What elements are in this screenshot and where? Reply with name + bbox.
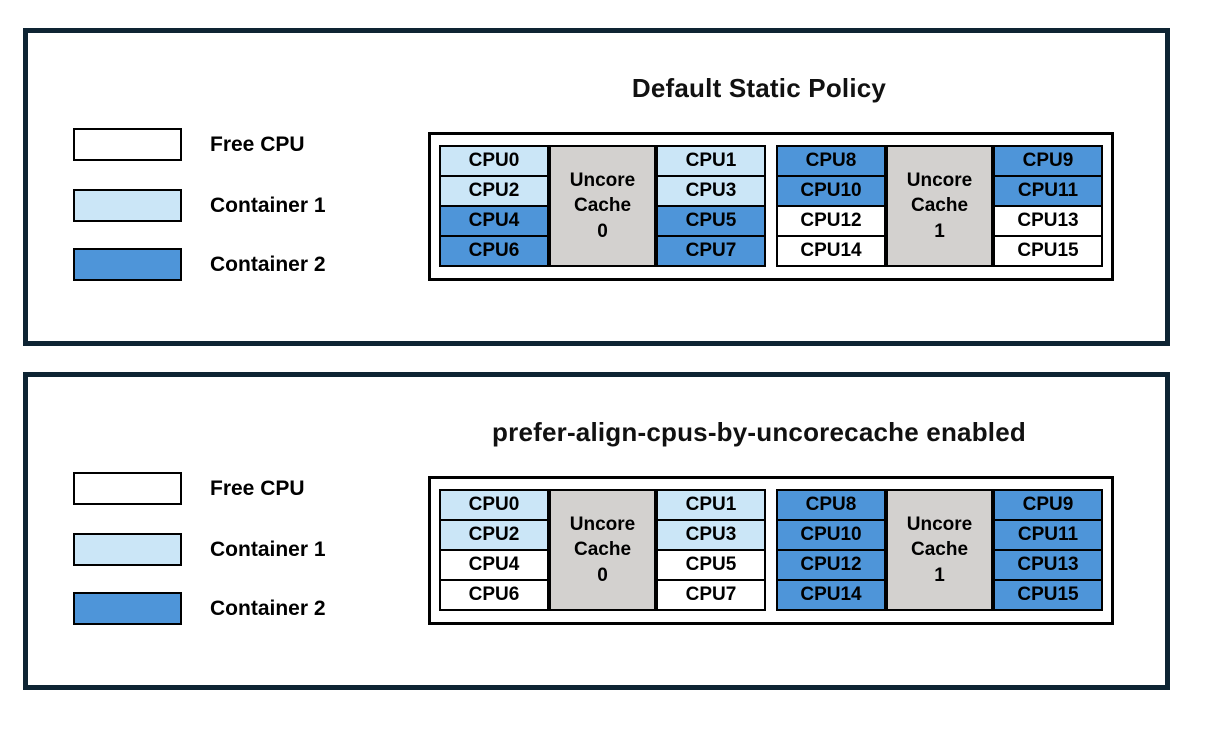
cpu-cell: CPU9 bbox=[993, 489, 1103, 521]
cpu-cell: CPU14 bbox=[776, 235, 886, 267]
panel-title: Default Static Policy bbox=[631, 73, 887, 103]
cpu-cell: CPU3 bbox=[656, 175, 766, 207]
cpu-cell: CPU2 bbox=[439, 519, 549, 551]
cpu-cell: CPU6 bbox=[439, 235, 549, 267]
cpu-column-left: CPU0 CPU2 CPU4 CPU6 bbox=[439, 145, 549, 267]
panel-title: prefer-align-cpus-by-uncorecache enabled bbox=[492, 417, 1026, 447]
cpu-cell: CPU0 bbox=[439, 145, 549, 177]
cpu-cell: CPU12 bbox=[776, 549, 886, 581]
cpu-cell: CPU7 bbox=[656, 579, 766, 611]
legend-label-container-2: Container 2 bbox=[210, 252, 326, 276]
cpu-cell: CPU6 bbox=[439, 579, 549, 611]
cpu-topology-diagram: CPU0 CPU2 CPU4 CPU6 Uncore Cache 0 CPU1 … bbox=[428, 476, 1114, 625]
cpu-cell: CPU7 bbox=[656, 235, 766, 267]
cpu-cell: CPU0 bbox=[439, 489, 549, 521]
cpu-cell: CPU3 bbox=[656, 519, 766, 551]
cpu-cell: CPU13 bbox=[993, 205, 1103, 237]
container-1-swatch bbox=[73, 189, 182, 222]
cpu-topology-diagram: CPU0 CPU2 CPU4 CPU6 Uncore Cache 0 CPU1 … bbox=[428, 132, 1114, 281]
legend-item-container-2: Container 2 bbox=[73, 592, 326, 625]
container-2-swatch bbox=[73, 248, 182, 281]
uncore-cache-1-box: Uncore Cache 1 bbox=[886, 489, 993, 611]
cpu-cell: CPU1 bbox=[656, 145, 766, 177]
cpu-cell: CPU1 bbox=[656, 489, 766, 521]
legend-item-container-2: Container 2 bbox=[73, 248, 326, 281]
uncore-group-0: CPU0 CPU2 CPU4 CPU6 Uncore Cache 0 CPU1 … bbox=[439, 489, 766, 611]
uncore-cache-0-box: Uncore Cache 0 bbox=[549, 489, 656, 611]
cpu-cell: CPU8 bbox=[776, 489, 886, 521]
legend-item-container-1: Container 1 bbox=[73, 533, 326, 566]
panel-default-static-policy: Default Static Policy Free CPU Container… bbox=[23, 28, 1170, 346]
cpu-cell: CPU8 bbox=[776, 145, 886, 177]
free-cpu-swatch bbox=[73, 128, 182, 161]
cpu-column-right: CPU1 CPU3 CPU5 CPU7 bbox=[656, 489, 766, 611]
free-cpu-swatch bbox=[73, 472, 182, 505]
cpu-cell: CPU13 bbox=[993, 549, 1103, 581]
cpu-cell: CPU9 bbox=[993, 145, 1103, 177]
uncore-group-0: CPU0 CPU2 CPU4 CPU6 Uncore Cache 0 CPU1 … bbox=[439, 145, 766, 267]
container-2-swatch bbox=[73, 592, 182, 625]
cpu-cell: CPU11 bbox=[993, 175, 1103, 207]
cpu-cell: CPU11 bbox=[993, 519, 1103, 551]
legend-label-container-2: Container 2 bbox=[210, 596, 326, 620]
cpu-column-right: CPU9 CPU11 CPU13 CPU15 bbox=[993, 145, 1103, 267]
container-1-swatch bbox=[73, 533, 182, 566]
legend-label-free-cpu: Free CPU bbox=[210, 132, 305, 156]
cpu-cell: CPU5 bbox=[656, 205, 766, 237]
cpu-column-right: CPU1 CPU3 CPU5 CPU7 bbox=[656, 145, 766, 267]
cpu-cell: CPU4 bbox=[439, 205, 549, 237]
cpu-column-left: CPU0 CPU2 CPU4 CPU6 bbox=[439, 489, 549, 611]
cpu-column-left: CPU8 CPU10 CPU12 CPU14 bbox=[776, 489, 886, 611]
cpu-cell: CPU10 bbox=[776, 175, 886, 207]
cpu-cell: CPU14 bbox=[776, 579, 886, 611]
cpu-cell: CPU10 bbox=[776, 519, 886, 551]
cpu-cell: CPU12 bbox=[776, 205, 886, 237]
legend-label-free-cpu: Free CPU bbox=[210, 476, 305, 500]
legend-item-container-1: Container 1 bbox=[73, 189, 326, 222]
cpu-cell: CPU4 bbox=[439, 549, 549, 581]
cpu-cell: CPU15 bbox=[993, 579, 1103, 611]
legend-label-container-1: Container 1 bbox=[210, 537, 326, 561]
legend-item-free-cpu: Free CPU bbox=[73, 472, 305, 505]
panel-prefer-align-uncorecache: prefer-align-cpus-by-uncorecache enabled… bbox=[23, 372, 1170, 690]
cpu-cell: CPU15 bbox=[993, 235, 1103, 267]
cpu-column-left: CPU8 CPU10 CPU12 CPU14 bbox=[776, 145, 886, 267]
uncore-group-1: CPU8 CPU10 CPU12 CPU14 Uncore Cache 1 CP… bbox=[776, 489, 1103, 611]
cpu-cell: CPU5 bbox=[656, 549, 766, 581]
uncore-cache-1-box: Uncore Cache 1 bbox=[886, 145, 993, 267]
uncore-cache-0-box: Uncore Cache 0 bbox=[549, 145, 656, 267]
legend-label-container-1: Container 1 bbox=[210, 193, 326, 217]
uncore-group-1: CPU8 CPU10 CPU12 CPU14 Uncore Cache 1 CP… bbox=[776, 145, 1103, 267]
cpu-column-right: CPU9 CPU11 CPU13 CPU15 bbox=[993, 489, 1103, 611]
legend-item-free-cpu: Free CPU bbox=[73, 128, 305, 161]
cpu-cell: CPU2 bbox=[439, 175, 549, 207]
